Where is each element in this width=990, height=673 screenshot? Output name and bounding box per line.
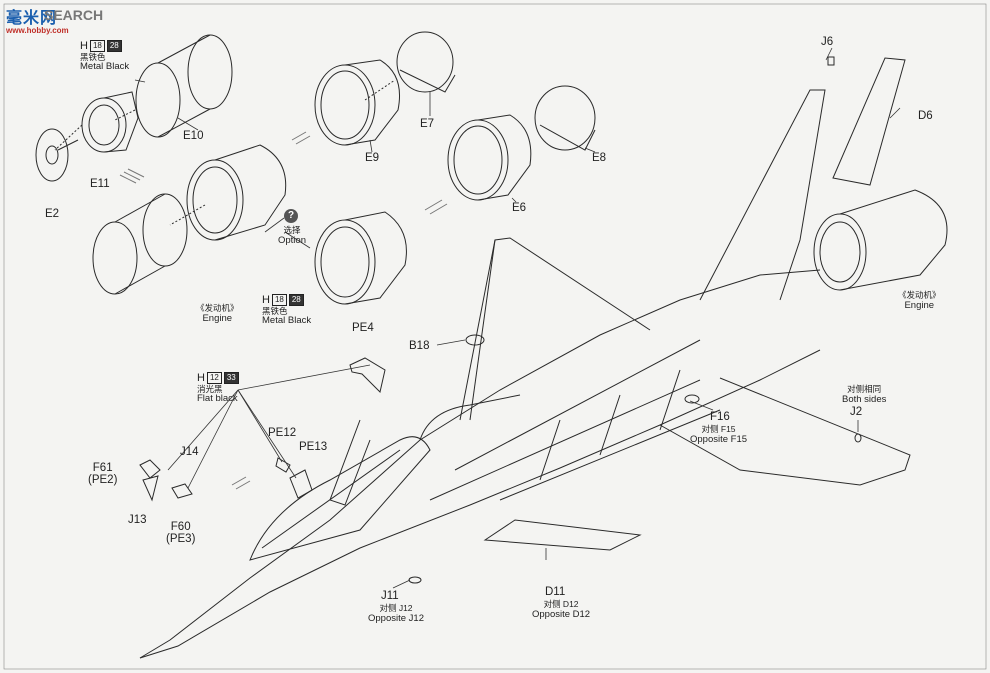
label-pe13: PE13 — [299, 441, 328, 453]
opposite-f15-cn: 对侧 F15 — [701, 424, 736, 434]
engine-label-left: 《发动机》 Engine — [196, 303, 239, 325]
part-e2-cone — [35, 128, 79, 182]
paint-callout-3: H 12 33 消光黑 Flat black — [197, 372, 239, 404]
label-f60: F60 (PE3) — [166, 521, 195, 545]
opposite-d12-cn: 对侧 D12 — [543, 599, 579, 609]
both-sides-en: Both sides — [842, 394, 887, 405]
paint-name-cn: 黑铁色 — [262, 306, 288, 316]
opposite-j12-en: Opposite J12 — [368, 613, 424, 624]
photo-etch-parts — [139, 357, 386, 502]
engine-label-left-cn: 《发动机》 — [196, 303, 239, 313]
opposite-f15-note: 对侧 F15 Opposite F15 — [690, 424, 747, 446]
part-e6-nozzle — [447, 114, 532, 201]
label-f61-code: F61 — [92, 462, 113, 474]
paint-name-cn: 消光黑 — [197, 384, 223, 394]
label-f16: F16 — [710, 411, 730, 423]
paint-letter: H — [80, 40, 88, 52]
paint-letter: H — [262, 294, 270, 306]
label-j14: J14 — [180, 446, 199, 458]
paint-code-1: 18 — [271, 294, 287, 306]
part-e7-cone — [396, 31, 456, 93]
paint-name-cn: 黑铁色 — [80, 52, 106, 62]
engine-label-right-en: Engine — [904, 300, 935, 311]
part-e11-ring — [54, 91, 139, 153]
label-e10: E10 — [183, 130, 204, 142]
label-j6: J6 — [821, 36, 834, 48]
label-e8: E8 — [592, 152, 607, 164]
label-e2: E2 — [45, 208, 60, 220]
label-j11: J11 — [381, 590, 399, 602]
paint-letter: H — [197, 372, 205, 384]
paint-code-1: 12 — [206, 372, 222, 384]
opposite-d12-en: Opposite D12 — [532, 609, 591, 620]
paint-name-en: Metal Black — [262, 315, 312, 326]
engine-label-right: 《发动机》 Engine — [898, 290, 941, 312]
watermark-brand: SEARCH — [44, 7, 104, 23]
paint-name-en: Flat black — [197, 393, 238, 404]
paint-callout-2: H 18 28 黑铁色 Metal Black — [262, 294, 311, 326]
paint-name-en: Metal Black — [80, 61, 130, 72]
opposite-d12-note: 对侧 D12 Opposite D12 — [532, 599, 590, 621]
label-e9: E9 — [365, 152, 380, 164]
label-e7: E7 — [420, 118, 435, 130]
opposite-j12-cn: 对侧 J12 — [379, 603, 413, 613]
label-f60-sub: (PE3) — [166, 533, 196, 545]
engine-label-left-en: Engine — [202, 313, 233, 324]
aircraft-body — [139, 57, 948, 659]
engine-label-right-cn: 《发动机》 — [898, 290, 941, 300]
part-nozzle-center — [169, 144, 287, 241]
option-label: 选择 Option — [278, 225, 306, 247]
part-nozzle-option — [314, 211, 407, 305]
paint-code-1: 18 — [89, 40, 105, 52]
label-f61: F61 (PE2) — [88, 462, 117, 486]
paint-code-2: 28 — [106, 40, 122, 52]
label-d11: D11 — [545, 586, 566, 598]
paint-code-2: 33 — [223, 372, 239, 384]
label-j2: J2 — [850, 406, 863, 418]
part-e8-cone — [534, 85, 596, 151]
part-afterburner-cylinder — [92, 193, 188, 295]
label-e11: E11 — [90, 178, 110, 190]
watermark-logo: 毫米网 SEARCH www.hobby.com — [6, 4, 166, 38]
option-label-cn: 选择 — [283, 225, 301, 235]
leader-lines — [134, 47, 901, 589]
label-e6: E6 — [512, 202, 527, 214]
part-e10-cylinder — [114, 34, 233, 138]
paint-callout-1: H 18 28 黑铁色 Metal Black — [80, 40, 129, 72]
direction-arrows — [119, 131, 448, 490]
label-f61-sub: (PE2) — [88, 474, 118, 486]
both-sides-note: 对侧相同 Both sides — [842, 384, 886, 406]
label-d6: D6 — [918, 110, 933, 122]
small-parts — [408, 56, 862, 584]
both-sides-cn: 对侧相同 — [847, 384, 882, 394]
watermark-mark: 毫米网 — [6, 10, 58, 27]
opposite-f15-en: Opposite F15 — [690, 434, 748, 445]
label-j13: J13 — [128, 514, 147, 526]
watermark-site: www.hobby.com — [6, 26, 69, 35]
label-b18: B18 — [409, 340, 430, 352]
paint-code-2: 28 — [288, 294, 304, 306]
option-help-icon: ? — [284, 209, 298, 223]
label-pe4: PE4 — [352, 322, 374, 334]
part-e9-nozzle — [314, 59, 400, 146]
label-pe12: PE12 — [268, 427, 297, 439]
label-f60-code: F60 — [170, 521, 191, 533]
opposite-j12-note: 对侧 J12 Opposite J12 — [368, 603, 424, 625]
option-label-en: Option — [278, 235, 306, 246]
